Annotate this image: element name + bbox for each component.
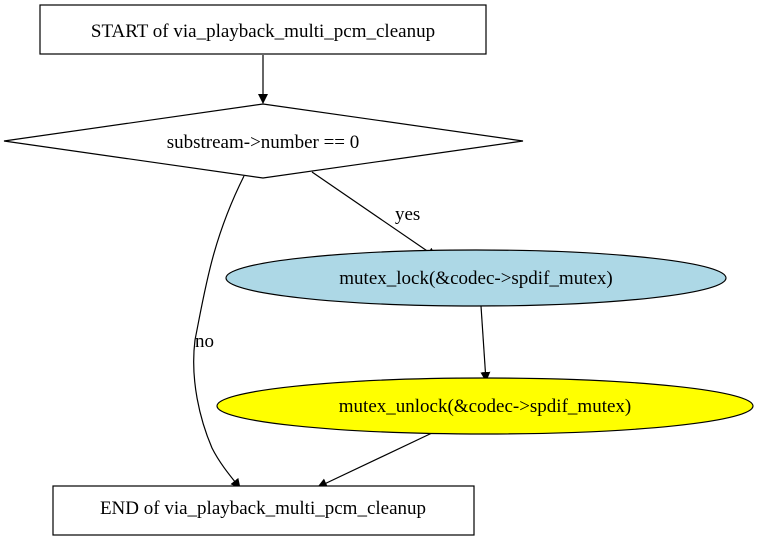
node-lock: mutex_lock(&codec->spdif_mutex) (225, 249, 727, 307)
edge-unlock-to-end (317, 432, 433, 488)
unlock-label: mutex_unlock(&codec->spdif_mutex) (339, 396, 631, 417)
start-box (39, 4, 487, 55)
node-decision: substream->number == 0 (3, 103, 524, 179)
node-unlock: mutex_unlock(&codec->spdif_mutex) (216, 377, 754, 435)
node-start: START of via_playback_multi_pcm_cleanup (39, 4, 487, 55)
edge-label-no: no (195, 331, 214, 352)
end-box (52, 485, 475, 536)
start-label: START of via_playback_multi_pcm_cleanup (91, 21, 435, 42)
unlock-ellipse (216, 377, 754, 435)
lock-label: mutex_lock(&codec->spdif_mutex) (339, 268, 612, 289)
lock-ellipse (225, 249, 727, 307)
decision-label: substream->number == 0 (167, 132, 360, 153)
decision-diamond (3, 103, 524, 179)
node-end: END of via_playback_multi_pcm_cleanup (52, 485, 475, 536)
edge-decision-to-lock: yes (311, 171, 437, 258)
end-label: END of via_playback_multi_pcm_cleanup (100, 498, 426, 519)
edge-label-yes: yes (395, 204, 420, 225)
edge-lock-to-unlock (480, 305, 491, 382)
edge-decision-to-end: no (193, 175, 245, 489)
